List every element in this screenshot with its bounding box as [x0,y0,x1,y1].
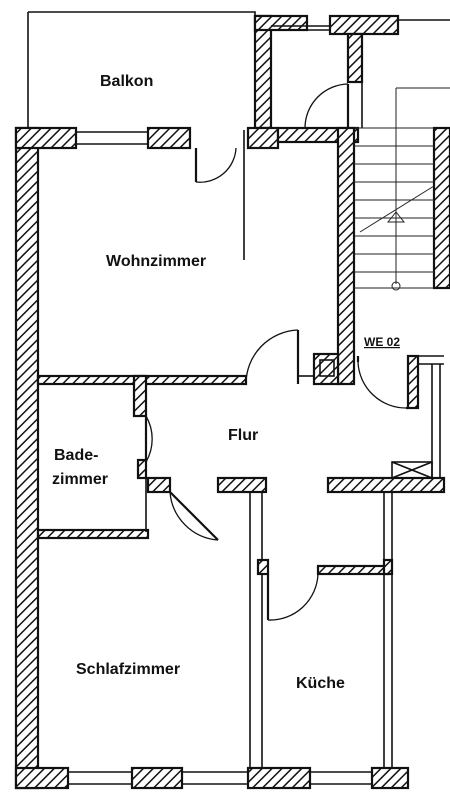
wall-top-right-a [253,14,309,32]
door-swing-balcony [195,147,237,183]
wall-top-right-b [328,14,400,36]
door-swing-bedroom [169,491,219,541]
wall-stair-left [253,14,273,130]
room-label-bade-line2: zimmer [52,471,108,488]
wall-outer-left [14,126,40,790]
wall-bed-top-a [146,476,172,494]
wall-living-right [336,126,356,386]
wall-outer-bottom-c [246,766,312,790]
door-swing-landing [304,83,349,129]
shaft-symbol [391,461,433,479]
wall-kitchen-right [382,558,394,576]
door-swing-entrance [357,361,407,409]
wall-bath-bottom [36,528,150,540]
room-label-balkon: Balkon [100,73,153,90]
wall-outer-bottom-d [370,766,410,790]
wall-entrance-pillar [406,354,420,410]
wall-top-right-c [346,32,364,84]
door-leaf-bedroom [169,491,219,541]
wall-bed-top-b [216,476,268,494]
wall-bath-right-a [132,374,148,418]
windows-bottom [68,771,372,785]
wall-bed-kitchen-a [256,558,270,576]
room-label-wohnzimmer: Wohnzimmer [106,253,206,270]
room-label-kueche: Küche [296,675,345,692]
staircase [354,87,450,291]
door-swing-living [245,329,299,385]
door-swing-kitchen [267,573,319,621]
room-label-flur: Flur [228,427,258,444]
window-living-top [76,131,148,145]
wall-bath-right-b [136,458,148,480]
wall-kitchen-top [316,564,390,576]
wall-hall-bottom-right [326,476,446,494]
balcony-outline [27,11,256,128]
room-label-schlafzimmer: Schlafzimmer [76,661,180,678]
unit-label: WE 02 [364,335,400,349]
wall-living-bottom-b [140,374,248,386]
wall-top-c [246,126,280,150]
wall-outer-bottom-a [14,766,70,790]
door-swing-bath [145,415,153,463]
wall-living-bottom-a [36,374,144,386]
wall-top-a [14,126,78,150]
wall-outer-bottom-b [130,766,184,790]
wall-top-b [146,126,192,150]
room-label-bade-line1: Bade- [54,447,98,464]
